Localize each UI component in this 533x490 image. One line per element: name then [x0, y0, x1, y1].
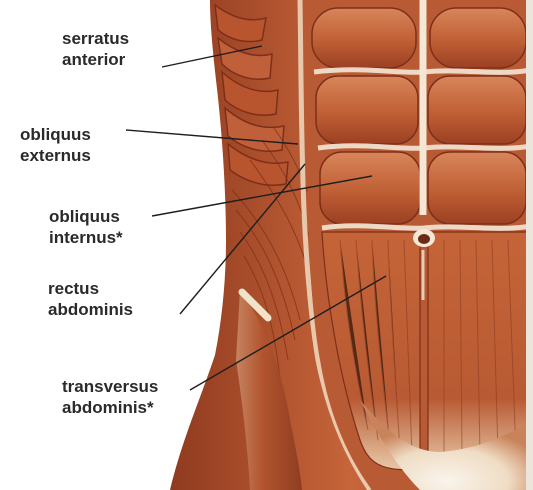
label-obliquus-externus: obliquus externus — [20, 124, 91, 166]
frame-edge — [526, 0, 533, 490]
label-text: transversus — [62, 376, 158, 397]
label-text: obliquus — [49, 206, 123, 227]
label-text: anterior — [62, 49, 129, 70]
label-text: rectus — [48, 278, 133, 299]
label-obliquus-internus: obliquus internus* — [49, 206, 123, 248]
label-text: abdominis* — [62, 397, 158, 418]
label-text: abdominis — [48, 299, 133, 320]
label-text: externus — [20, 145, 91, 166]
label-transversus-abdominis: transversus abdominis* — [62, 376, 158, 418]
navel-icon — [413, 229, 435, 247]
label-rectus-abdominis: rectus abdominis — [48, 278, 133, 320]
label-text: internus* — [49, 227, 123, 248]
label-serratus-anterior: serratus anterior — [62, 28, 129, 70]
label-text: obliquus — [20, 124, 91, 145]
label-text: serratus — [62, 28, 129, 49]
